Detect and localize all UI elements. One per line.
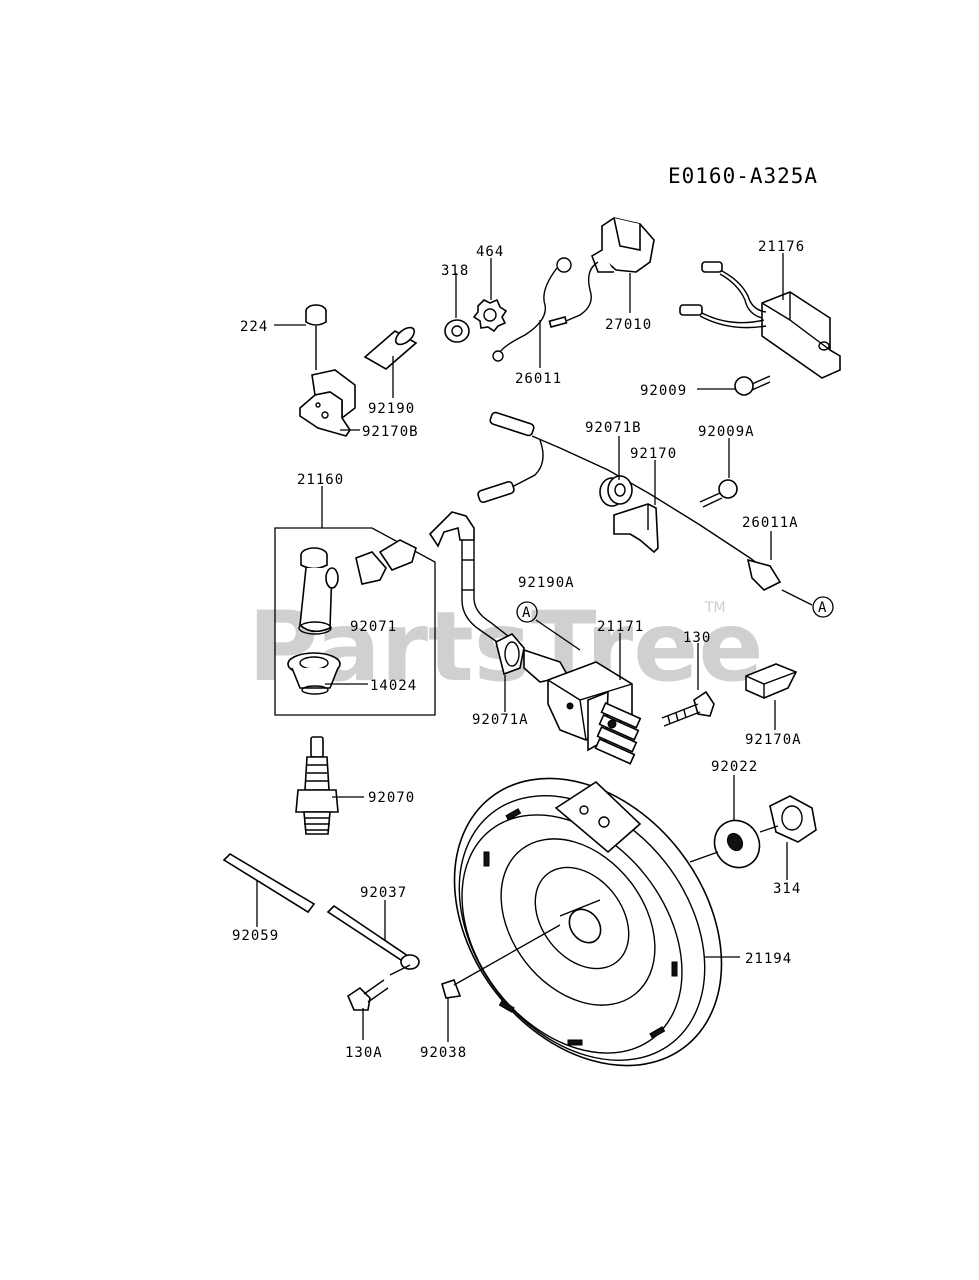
callout-a-bottom-label: A bbox=[522, 605, 531, 621]
callout-a-bottom: A bbox=[516, 601, 538, 623]
part-27010-switch-drawing bbox=[548, 217, 655, 328]
part-14024-boot-drawing bbox=[287, 652, 341, 695]
part-label-27010[interactable]: 27010 bbox=[605, 317, 652, 333]
part-label-92009a[interactable]: 92009A bbox=[698, 424, 755, 440]
part-labels: 224 318 464 27010 21176 92190 26011 9200… bbox=[232, 239, 805, 1061]
part-92170-clamp-drawing bbox=[613, 503, 659, 554]
part-label-26011a[interactable]: 26011A bbox=[742, 515, 799, 531]
part-318-nut-drawing bbox=[444, 319, 470, 343]
part-label-92071a[interactable]: 92071A bbox=[472, 712, 529, 728]
part-label-14024[interactable]: 14024 bbox=[370, 678, 417, 694]
part-92009-screw-drawing bbox=[734, 375, 771, 396]
part-26011a-wire-drawing bbox=[477, 411, 782, 591]
part-label-21171[interactable]: 21171 bbox=[597, 619, 644, 635]
part-label-130[interactable]: 130 bbox=[683, 630, 711, 646]
part-130a-bolt-drawing bbox=[347, 979, 389, 1011]
part-label-92038[interactable]: 92038 bbox=[420, 1045, 467, 1061]
callout-a-top: A bbox=[812, 596, 834, 618]
part-26011-wire-drawing bbox=[492, 257, 572, 362]
part-label-92059[interactable]: 92059 bbox=[232, 928, 279, 944]
part-92071-plug-cap-drawing bbox=[298, 547, 339, 635]
part-464-washer-drawing bbox=[472, 298, 508, 333]
leader-lines bbox=[256, 253, 813, 1042]
part-label-92170b[interactable]: 92170B bbox=[362, 424, 419, 440]
part-21194-flywheel-drawing bbox=[453, 777, 723, 1067]
part-label-92071[interactable]: 92071 bbox=[350, 619, 397, 635]
part-label-92070[interactable]: 92070 bbox=[368, 790, 415, 806]
part-92071b-grommet-drawing bbox=[599, 475, 633, 507]
part-92170a-clip-drawing bbox=[745, 663, 798, 699]
part-314-nut-drawing bbox=[769, 795, 817, 843]
part-224-screw-drawing bbox=[305, 304, 327, 370]
part-92170b-bracket-drawing bbox=[299, 369, 356, 437]
part-label-21194[interactable]: 21194 bbox=[745, 951, 792, 967]
part-label-224[interactable]: 224 bbox=[240, 319, 268, 335]
part-92190-tube-drawing bbox=[363, 326, 418, 370]
part-92037-strap-drawing bbox=[326, 904, 420, 970]
part-21160-ht-lead-drawing bbox=[355, 511, 509, 645]
group-21160-box bbox=[274, 527, 436, 716]
part-label-92170a[interactable]: 92170A bbox=[745, 732, 802, 748]
part-label-26011[interactable]: 26011 bbox=[515, 371, 562, 387]
part-label-92037[interactable]: 92037 bbox=[360, 885, 407, 901]
part-label-92190a[interactable]: 92190A bbox=[518, 575, 575, 591]
callout-a-top-label: A bbox=[818, 600, 827, 616]
part-92070-spark-plug-drawing bbox=[295, 736, 339, 835]
part-21171-coil-drawing bbox=[523, 648, 642, 765]
part-130-bolt-drawing bbox=[661, 690, 715, 727]
part-label-92009[interactable]: 92009 bbox=[640, 383, 687, 399]
diagram-code: E0160-A325A bbox=[668, 164, 818, 188]
part-label-92190[interactable]: 92190 bbox=[368, 401, 415, 417]
part-label-464[interactable]: 464 bbox=[476, 244, 504, 260]
part-label-21160[interactable]: 21160 bbox=[297, 472, 344, 488]
part-label-130a[interactable]: 130A bbox=[345, 1045, 383, 1061]
part-92022-washer-drawing bbox=[713, 819, 761, 869]
part-92009a-screw-drawing bbox=[699, 479, 738, 508]
part-label-92022[interactable]: 92022 bbox=[711, 759, 758, 775]
part-92071a-grommet-drawing bbox=[495, 633, 525, 676]
part-21176-module-drawing bbox=[679, 261, 841, 379]
part-label-21176[interactable]: 21176 bbox=[758, 239, 805, 255]
part-label-92170[interactable]: 92170 bbox=[630, 446, 677, 462]
part-92059-rod-drawing bbox=[222, 852, 316, 914]
part-label-314[interactable]: 314 bbox=[773, 881, 801, 897]
part-label-92071b[interactable]: 92071B bbox=[585, 420, 642, 436]
part-label-318[interactable]: 318 bbox=[441, 263, 469, 279]
watermark-tm: TM bbox=[704, 600, 726, 616]
